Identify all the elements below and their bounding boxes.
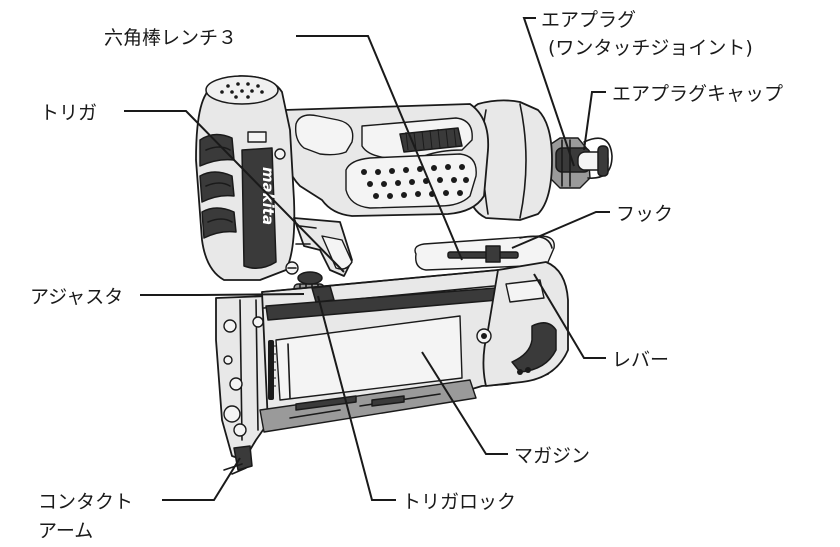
magazine-part — [259, 261, 569, 433]
label-magazine: マガジン — [514, 445, 590, 467]
label-contact-arm-sub: アーム — [38, 520, 93, 542]
leader-lever — [533, 273, 606, 359]
leader-hook — [511, 211, 610, 249]
leader-air-plug — [522, 17, 575, 167]
callout-labels: 六角棒レンチ３ エアプラグ (ワンタッチジョイント) エアプラグキャップ トリガ… — [30, 9, 783, 542]
leader-air-plug-cap — [583, 91, 606, 151]
label-air-plug: エアプラグ — [541, 9, 636, 31]
nailer-illustration: makita — [195, 75, 613, 475]
brand-logo: makita — [259, 167, 277, 225]
trigger-part — [285, 217, 353, 277]
label-air-plug-cap: エアプラグキャップ — [612, 83, 783, 105]
leader-contact-arm — [162, 457, 241, 501]
trigger-lock-part — [311, 285, 335, 303]
label-hook: フック — [616, 203, 673, 225]
leader-adjuster — [140, 293, 305, 296]
grip-texture — [345, 127, 477, 209]
leader-magazine — [421, 351, 508, 455]
label-trigger-lock: トリガロック — [402, 491, 516, 513]
air-plug-cap-part — [547, 137, 613, 189]
label-air-plug-sub: (ワンタッチジョイント) — [548, 37, 753, 59]
label-adjuster: アジャスタ — [30, 286, 123, 308]
leader-lines — [124, 17, 610, 501]
label-lever: レバー — [612, 349, 669, 371]
label-contact-arm: コンタクト — [38, 491, 133, 513]
label-trigger: トリガ — [40, 102, 97, 124]
label-hex-wrench: 六角棒レンチ３ — [104, 27, 237, 49]
leader-hex-wrench — [296, 35, 463, 261]
leader-trigger — [124, 110, 345, 273]
leader-trigger-lock — [317, 295, 396, 501]
